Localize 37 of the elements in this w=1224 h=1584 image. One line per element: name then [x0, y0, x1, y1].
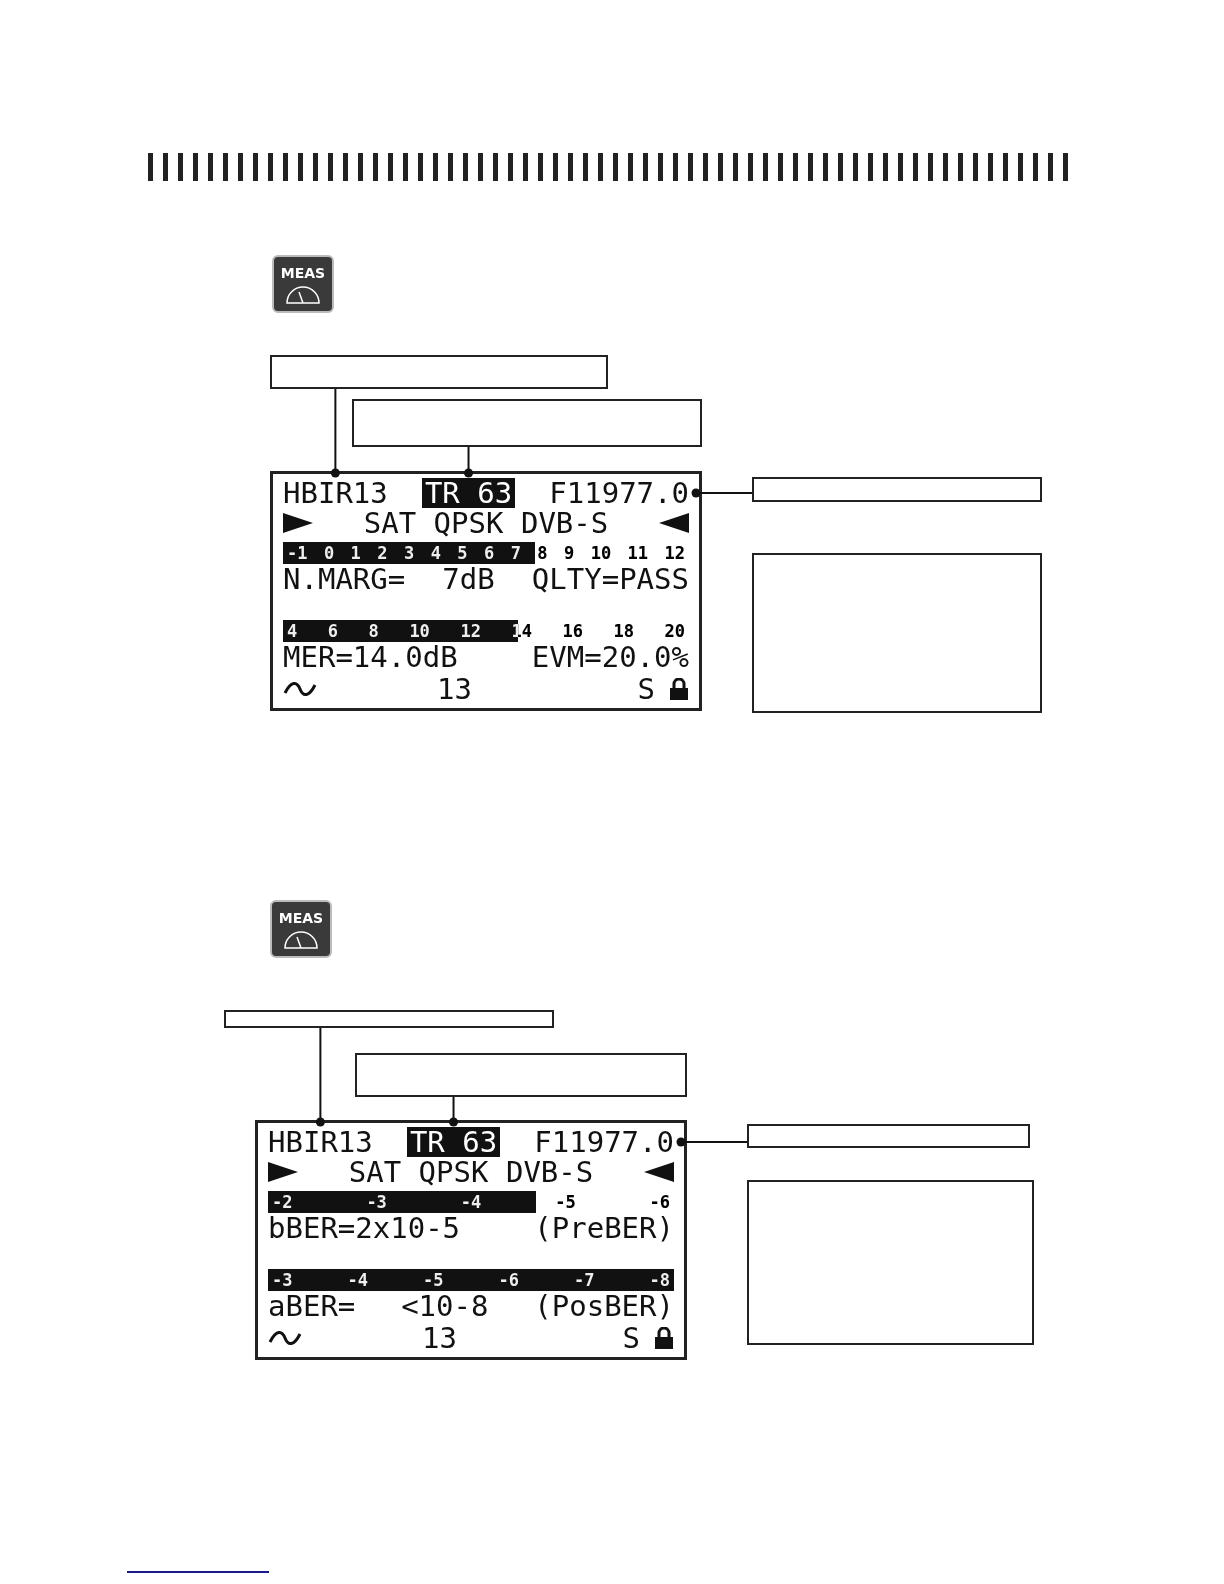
highlighted-text: TR 63: [421, 478, 516, 508]
display-text: F11977.0: [549, 478, 689, 508]
display-text: F11977.0: [534, 1127, 674, 1157]
display-text: N.MARG= 7dB QLTY=PASS: [283, 564, 689, 594]
callout-box: [752, 553, 1042, 713]
display-text: MER=14.0dB EVM=20.0%: [283, 642, 689, 672]
scale-numbers: -1 0 1 2 3 4 5 6 7 8 9 10 11 12: [286, 542, 686, 564]
leader-line: [464, 446, 474, 478]
callout-box: [224, 1010, 554, 1028]
callout-box: [355, 1053, 687, 1097]
display-text: S: [622, 1323, 640, 1353]
highlighted-text: TR 63: [406, 1127, 501, 1157]
leader-line: [691, 488, 753, 498]
display-text: 13: [437, 674, 472, 704]
leader-line: [315, 1027, 325, 1127]
callout-box: [747, 1124, 1030, 1148]
lcd-screen: [270, 471, 702, 711]
leader-line: [676, 1137, 748, 1147]
leader-line: [449, 1096, 459, 1127]
callout-box: [747, 1180, 1034, 1345]
display-text: 13: [422, 1323, 457, 1353]
scale-numbers: -3 -4 -5 -6 -7 -8: [271, 1269, 671, 1291]
leader-line: [330, 388, 340, 478]
measure-key: MEAS: [272, 255, 334, 313]
display-text: HBIR13: [283, 478, 388, 508]
callout-box: [352, 399, 702, 447]
display-text: aBER= <10-8 (PosBER): [268, 1291, 674, 1321]
scale-numbers: -2 -3 -4 -5 -6: [271, 1191, 671, 1213]
display-text: HBIR13: [268, 1127, 373, 1157]
display-text: S: [637, 674, 655, 704]
lcd-screen: [255, 1120, 687, 1360]
callout-box: [752, 477, 1042, 502]
display-text: bBER=2x10-5 (PreBER): [268, 1213, 674, 1243]
display-text: SAT QPSK DVB-S: [348, 1157, 594, 1187]
display-text: SAT QPSK DVB-S: [363, 508, 609, 538]
callout-box: [270, 355, 608, 389]
measure-key: MEAS: [270, 900, 332, 958]
